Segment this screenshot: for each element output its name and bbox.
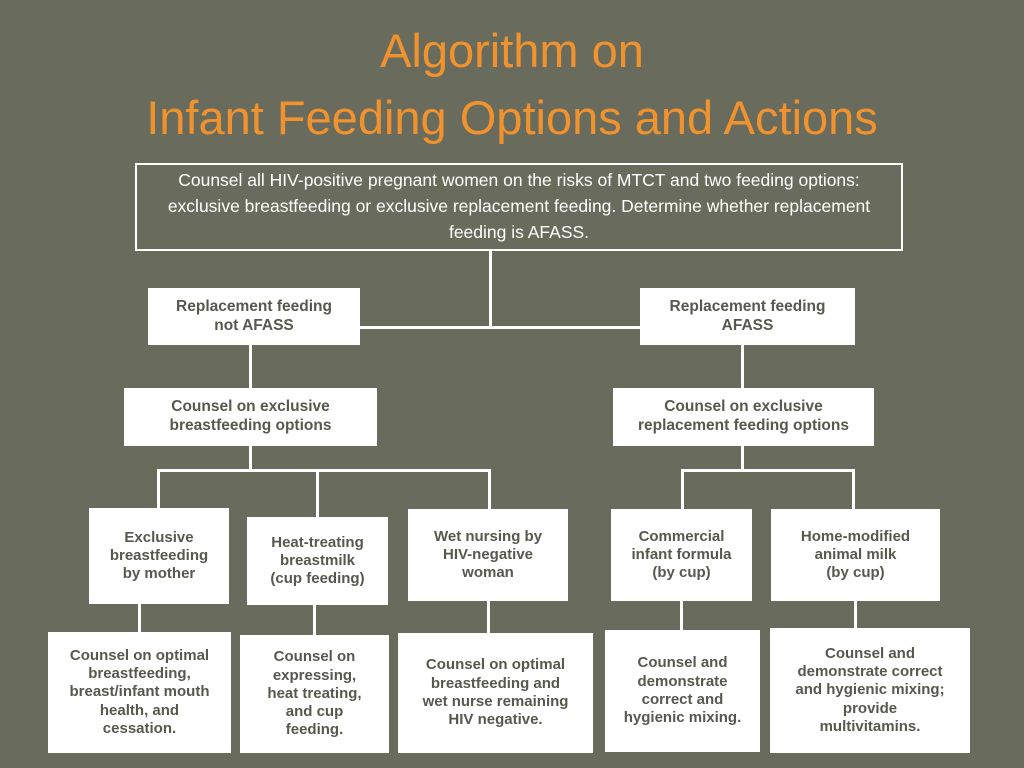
connector-right-l4-drop-1 <box>681 469 684 509</box>
node-wet-nursing-hiv-negative[interactable]: Wet nursing by HIV-negative woman <box>408 509 568 601</box>
connector-level2-bar <box>254 326 749 329</box>
connector-right-l2-l3 <box>741 345 744 388</box>
connector-left-l2-l3 <box>249 345 252 388</box>
node-home-modified-animal-milk[interactable]: Home-modified animal milk (by cup) <box>771 509 940 601</box>
connector-left-l4-drop-1 <box>157 469 160 509</box>
connector-right-l4-bar <box>681 469 855 472</box>
node-action-expressing-heat-treating[interactable]: Counsel on expressing, heat treating, an… <box>240 635 389 753</box>
node-replacement-feeding-afass[interactable]: Replacement feeding AFASS <box>640 288 855 345</box>
connector-left-l4-drop-3 <box>488 469 491 509</box>
connector-right-l3-stub <box>741 446 744 472</box>
connector-left-l4-bar <box>157 469 491 472</box>
connector-left-l4-drop-2 <box>316 469 319 518</box>
connector-l4-l5-4 <box>680 601 683 632</box>
node-action-hygienic-mixing[interactable]: Counsel and demonstrate correct and hygi… <box>605 630 760 752</box>
page-title: Algorithm on Infant Feeding Options and … <box>146 24 878 144</box>
node-heat-treating-breastmilk[interactable]: Heat-treating breastmilk (cup feeding) <box>247 517 388 605</box>
connector-l4-l5-3 <box>487 601 490 635</box>
node-counsel-exclusive-replacement-options[interactable]: Counsel on exclusive replacement feeding… <box>613 388 874 446</box>
connector-header-stub <box>489 251 492 328</box>
connector-l4-l5-1 <box>138 604 141 634</box>
connector-right-l4-drop-2 <box>852 469 855 509</box>
connector-l4-l5-5 <box>854 601 857 629</box>
connector-left-l3-stub <box>249 446 252 472</box>
node-replacement-feeding-not-afass[interactable]: Replacement feeding not AFASS <box>148 288 360 345</box>
node-action-optimal-breastfeeding[interactable]: Counsel on optimal breastfeeding, breast… <box>48 632 231 753</box>
header-instruction-box: Counsel all HIV-positive pregnant women … <box>135 163 903 251</box>
node-action-multivitamins[interactable]: Counsel and demonstrate correct and hygi… <box>770 628 970 753</box>
connector-l4-l5-2 <box>313 605 316 637</box>
node-commercial-infant-formula[interactable]: Commercial infant formula (by cup) <box>611 509 752 601</box>
node-action-wet-nurse-hiv-negative[interactable]: Counsel on optimal breastfeeding and wet… <box>398 633 593 753</box>
node-counsel-exclusive-breastfeeding-options[interactable]: Counsel on exclusive breastfeeding optio… <box>124 388 377 446</box>
node-exclusive-breastfeeding-by-mother[interactable]: Exclusive breastfeeding by mother <box>89 508 229 604</box>
